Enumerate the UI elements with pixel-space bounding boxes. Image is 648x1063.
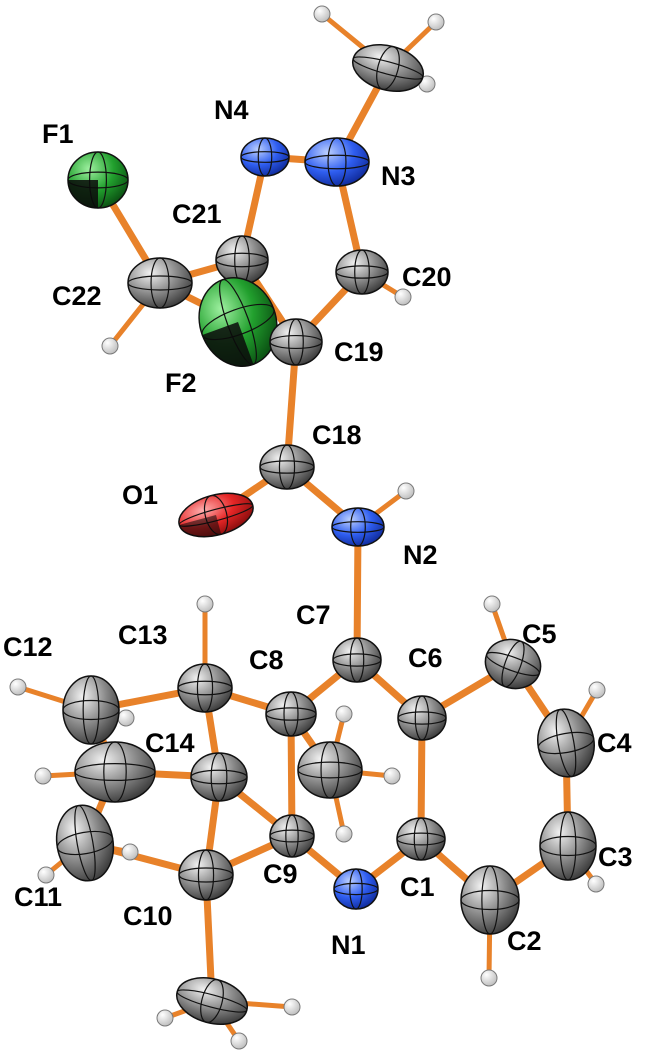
atom-label-F1: F1 — [42, 119, 74, 149]
hydrogen-atom-H17 — [121, 843, 139, 861]
atom-Me10 — [176, 977, 248, 1025]
hydrogen-atom-H11 — [117, 709, 135, 727]
hydrogen-atom-H9 — [588, 681, 606, 699]
atom-layer — [9, 5, 606, 1050]
atom-C14 — [190, 752, 248, 802]
atom-label-C8: C8 — [249, 645, 284, 675]
atom-F1 — [67, 151, 129, 209]
atom-C6 — [397, 695, 447, 741]
atom-C10 — [178, 849, 234, 901]
atom-N4 — [240, 137, 290, 177]
atom-label-C14: C14 — [145, 728, 195, 758]
hydrogen-atom-H5 — [101, 337, 119, 355]
atom-label-C18: C18 — [312, 420, 362, 450]
atom-C3 — [539, 811, 597, 881]
atom-C11 — [55, 804, 115, 882]
atom-N1 — [333, 868, 379, 910]
atom-O1 — [178, 492, 254, 538]
atom-label-C12: C12 — [3, 632, 53, 662]
hydrogen-atom-H10 — [9, 678, 27, 696]
atom-N3 — [304, 137, 370, 187]
atom-label-N1: N1 — [331, 930, 366, 960]
atom-C8 — [265, 691, 317, 737]
hydrogen-atom-H21 — [283, 998, 301, 1016]
atom-label-C21: C21 — [172, 199, 222, 229]
atom-label-C2: C2 — [507, 926, 542, 956]
hydrogen-atom-H12 — [335, 705, 353, 723]
hydrogen-atom-H4 — [394, 288, 412, 306]
hydrogen-atom-H7 — [196, 595, 214, 613]
atom-C4 — [537, 708, 595, 778]
hydrogen-atom-H19 — [480, 969, 498, 987]
hydrogen-atom-H20 — [156, 1009, 174, 1027]
atom-label-N3: N3 — [381, 161, 416, 191]
atom-label-C4: C4 — [597, 728, 632, 758]
atom-C5 — [484, 638, 542, 690]
atom-label-C22: C22 — [52, 281, 102, 311]
atom-C22 — [127, 257, 193, 309]
hydrogen-atom-H13 — [383, 767, 401, 785]
atom-F2 — [198, 277, 278, 367]
atom-C12 — [62, 675, 120, 745]
atom-Me9 — [297, 741, 363, 799]
atom-C19 — [269, 318, 323, 366]
atom-C7 — [332, 637, 382, 683]
atom-label-C11: C11 — [14, 882, 62, 912]
atom-C18 — [259, 444, 315, 490]
atom-label-F2: F2 — [165, 368, 197, 398]
hydrogen-atom-H8 — [483, 595, 501, 613]
hydrogen-atom-H14 — [34, 767, 52, 785]
hydrogen-atom-H6 — [397, 482, 415, 500]
atom-label-C7: C7 — [296, 600, 331, 630]
atom-label-C10: C10 — [123, 901, 173, 931]
atom-label-C13: C13 — [118, 620, 168, 650]
atom-C21 — [215, 235, 269, 285]
atom-N2 — [331, 507, 385, 547]
atom-label-N2: N2 — [403, 540, 438, 570]
hydrogen-atom-H1 — [313, 5, 331, 23]
atom-label-C9: C9 — [263, 859, 298, 889]
atom-C1 — [396, 817, 446, 861]
atom-label-C20: C20 — [402, 262, 452, 292]
atom-label-C6: C6 — [408, 643, 443, 673]
atom-label-C1: C1 — [400, 872, 435, 902]
hydrogen-atom-H2 — [427, 13, 445, 31]
atom-Me3 — [352, 44, 424, 92]
atom-C2 — [460, 865, 520, 935]
hydrogen-atom-H18 — [587, 875, 605, 893]
hydrogen-atom-H16 — [37, 866, 55, 884]
atom-label-C5: C5 — [522, 619, 557, 649]
label-layer: F1 F2 N4 N3 C21 C22 C20 C19 C18 O1 N2 C7… — [3, 95, 633, 960]
atom-C20 — [335, 249, 389, 295]
atom-label-C3: C3 — [598, 842, 633, 872]
atom-label-C19: C19 — [334, 337, 384, 367]
atom-C9 — [269, 814, 315, 858]
atom-C13 — [177, 663, 233, 713]
atom-label-O1: O1 — [122, 480, 158, 510]
atom-C14b — [74, 741, 156, 803]
hydrogen-atom-H22 — [230, 1032, 248, 1050]
atom-label-N4: N4 — [214, 95, 249, 125]
hydrogen-atom-H15 — [335, 825, 353, 843]
